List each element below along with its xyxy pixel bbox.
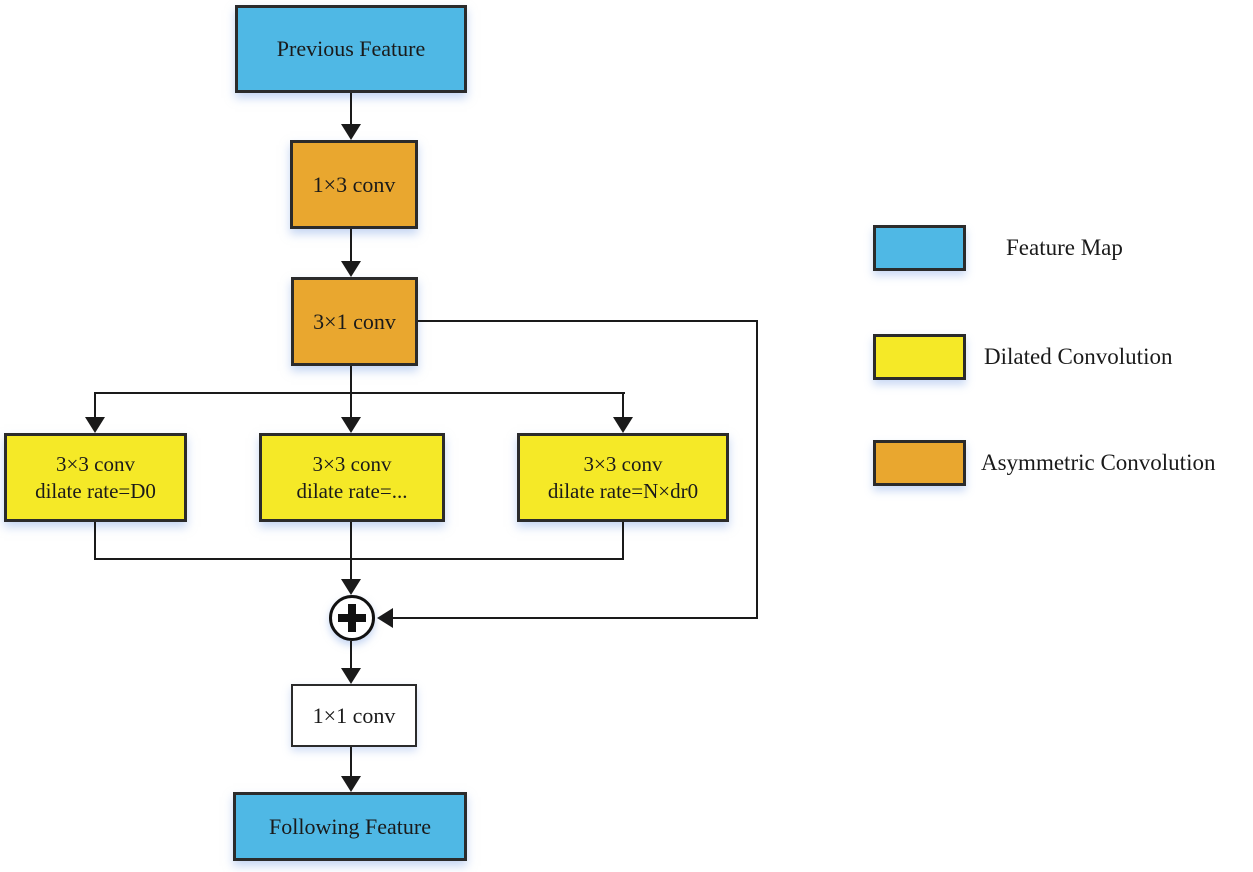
legend-label-asymmetric-convolution: Asymmetric Convolution <box>981 450 1216 475</box>
node-conv-1x1: 1×1 conv <box>291 684 417 747</box>
merge-drop-right <box>622 522 624 560</box>
node-dilate-first-line1: 3×3 conv <box>56 452 135 477</box>
merge-drop-left <box>94 522 96 560</box>
branch-bus <box>94 392 625 394</box>
arrowhead-into-following <box>341 776 361 792</box>
node-dilate-last: 3×3 conv dilate rate=N×dr0 <box>517 433 729 522</box>
legend-item-dilated-convolution: Dilated Convolution <box>873 334 1172 380</box>
node-following-feature: Following Feature <box>233 792 467 861</box>
node-dilate-middle: 3×3 conv dilate rate=... <box>259 433 445 522</box>
node-dilate-middle-line2: dilate rate=... <box>296 478 408 503</box>
node-dilate-last-line1: 3×3 conv <box>583 452 663 477</box>
node-previous-feature-label: Previous Feature <box>276 36 426 62</box>
node-following-feature-label: Following Feature <box>269 813 431 839</box>
legend-swatch-feature-map <box>873 225 966 271</box>
legend-item-asymmetric-convolution: Asymmetric Convolution <box>873 440 1215 486</box>
skip-connection-vertical <box>756 320 758 619</box>
node-conv-1x3: 1×3 conv <box>290 140 418 229</box>
arrowhead-into-sum-top <box>341 579 361 595</box>
legend-swatch-asymmetric-convolution <box>873 440 966 486</box>
edge-conv1x1-to-following <box>350 747 352 778</box>
skip-connection-top <box>418 320 758 322</box>
arrowhead-into-conv3x1 <box>341 261 361 277</box>
node-dilate-first-line2: dilate rate=D0 <box>35 478 156 503</box>
sum-operator <box>329 595 375 641</box>
skip-connection-bottom <box>393 617 758 619</box>
branch-drop-right <box>622 392 624 418</box>
node-conv-3x1-label: 3×1 conv <box>313 308 396 334</box>
node-dilate-last-line2: dilate rate=N×dr0 <box>547 478 699 503</box>
branch-drop-left <box>94 392 96 418</box>
node-conv-1x1-label: 1×1 conv <box>312 702 396 728</box>
legend-swatch-dilated-convolution <box>873 334 966 380</box>
legend-item-feature-map: Feature Map <box>873 225 1123 271</box>
plus-icon <box>348 604 356 632</box>
node-dilate-middle-line1: 3×3 conv <box>312 452 392 477</box>
edge-conv1x3-to-conv3x1 <box>350 229 352 262</box>
node-dilate-first: 3×3 conv dilate rate=D0 <box>4 433 187 522</box>
arrowhead-into-dilate-last <box>613 417 633 433</box>
node-conv-1x3-label: 1×3 conv <box>312 171 396 197</box>
node-conv-3x1: 3×1 conv <box>291 277 418 366</box>
arrowhead-into-dilate-first <box>85 417 105 433</box>
merge-bus <box>94 558 624 560</box>
arrowhead-into-dilate-middle <box>341 417 361 433</box>
legend-label-dilated-convolution: Dilated Convolution <box>984 344 1173 369</box>
arrowhead-into-conv1x3 <box>341 124 361 140</box>
edge-sum-to-conv1x1 <box>350 641 352 670</box>
node-previous-feature: Previous Feature <box>235 5 467 93</box>
arrowhead-into-conv1x1 <box>341 668 361 684</box>
edge-merge-to-sum <box>350 522 352 580</box>
arrowhead-into-sum-right <box>377 608 393 628</box>
edge-prev-to-conv1x3 <box>350 93 352 126</box>
legend-label-feature-map: Feature Map <box>1006 235 1123 260</box>
